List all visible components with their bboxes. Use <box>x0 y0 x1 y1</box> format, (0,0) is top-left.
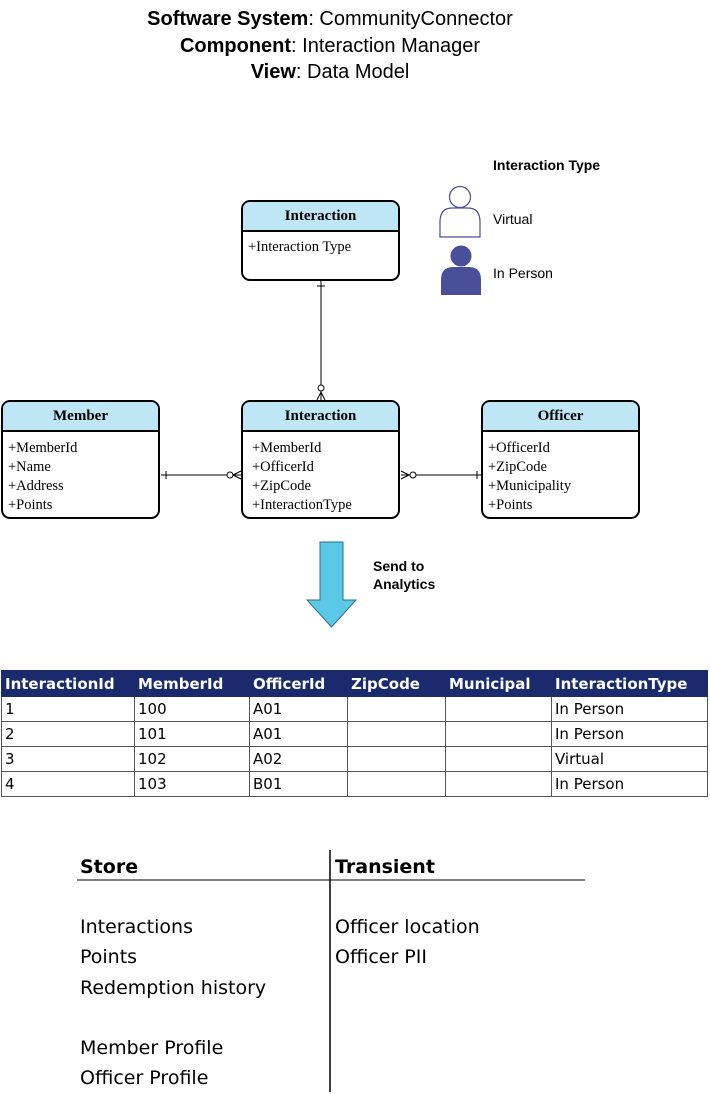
table-cell: 103 <box>134 771 250 797</box>
table-cell: 2 <box>1 721 135 747</box>
table-row: 3 102 A02 Virtual <box>1 746 708 772</box>
arrow-label-line: Send to <box>373 558 425 574</box>
table-cell <box>347 771 446 797</box>
transient-item: Officer PII <box>335 946 427 968</box>
entity-attribute: +ZipCode <box>488 459 547 475</box>
entity-attributes: +MemberId +OfficerId +ZipCode +Interacti… <box>243 432 398 515</box>
entity-title: Interaction <box>243 202 398 232</box>
transient-item: Officer location <box>335 916 480 938</box>
crow-foot-officer-a <box>400 470 410 476</box>
send-to-analytics-label: Send to Analytics <box>373 557 435 593</box>
table-row: 1 100 A01 In Person <box>1 696 708 722</box>
entity-attribute: +ZipCode <box>252 478 311 494</box>
entity-attribute: +Name <box>8 459 51 475</box>
entity-attribute: +OfficerId <box>252 459 314 475</box>
table-cell: 3 <box>1 746 135 772</box>
table-cell <box>445 696 552 722</box>
entity-title: Member <box>3 402 158 432</box>
table-cell <box>445 721 552 747</box>
transient-header: Transient <box>335 856 435 878</box>
table-cell: 102 <box>134 746 250 772</box>
table-cell: A01 <box>249 696 348 722</box>
title-line-system: Software System: CommunityConnector <box>147 8 513 30</box>
column-header: InteractionType <box>551 670 708 697</box>
column-header: ZipCode <box>347 670 446 697</box>
entity-attribute: +MemberId <box>8 440 78 456</box>
down-arrow-icon <box>305 541 358 628</box>
store-item: Interactions <box>80 916 193 938</box>
crow-foot-top-a <box>316 391 322 401</box>
table-cell: In Person <box>551 696 708 722</box>
legend-virtual-label: Virtual <box>493 211 533 227</box>
table-header-row: InteractionId MemberId OfficerId ZipCode… <box>1 670 708 697</box>
entity-officer: Officer +OfficerId +ZipCode +Municipalit… <box>481 400 640 519</box>
table-cell <box>445 746 552 772</box>
table-cell <box>445 771 552 797</box>
entity-attribute: +Points <box>488 497 533 513</box>
column-header: MemberId <box>134 670 250 697</box>
crow-foot-top-b <box>320 391 326 401</box>
table-cell: B01 <box>249 771 348 797</box>
analytics-table: InteractionId MemberId OfficerId ZipCode… <box>1 670 708 797</box>
store-header: Store <box>80 856 139 878</box>
table-cell: In Person <box>551 771 708 797</box>
relationship-lines <box>161 185 481 628</box>
column-header: OfficerId <box>249 670 348 697</box>
entity-interaction: Interaction +MemberId +OfficerId +ZipCod… <box>241 400 400 519</box>
column-header: InteractionId <box>1 670 135 697</box>
table-cell <box>347 696 446 722</box>
entity-attribute: +MemberId <box>252 440 322 456</box>
table-cell: In Person <box>551 721 708 747</box>
column-header: Municipal <box>445 670 552 697</box>
entity-attribute: +OfficerId <box>488 440 550 456</box>
legend-in-person-label: In Person <box>493 265 553 281</box>
entity-attributes: +OfficerId +ZipCode +Municipality +Point… <box>483 432 638 515</box>
table-cell <box>347 746 446 772</box>
table-cell: 4 <box>1 771 135 797</box>
entity-attribute: +Points <box>8 497 53 513</box>
table-row: 4 103 B01 In Person <box>1 771 708 797</box>
person-filled-icon <box>441 245 481 295</box>
entity-title: Officer <box>483 402 638 432</box>
zero-marker-top <box>317 384 325 392</box>
crow-foot-member-a <box>232 470 242 476</box>
entity-attribute: +Interaction Type <box>248 239 352 255</box>
table-cell: Virtual <box>551 746 708 772</box>
entity-title: Interaction <box>243 402 398 432</box>
table-row: 2 101 A01 In Person <box>1 721 708 747</box>
table-cell <box>347 721 446 747</box>
table-cell: A02 <box>249 746 348 772</box>
table-cell: 100 <box>134 696 250 722</box>
zero-marker-member <box>226 471 234 479</box>
crow-foot-officer-b <box>400 474 410 480</box>
diagram-title: Software System: CommunityConnector Comp… <box>0 6 660 86</box>
store-item: Redemption history <box>80 977 267 999</box>
table-cell: A01 <box>249 721 348 747</box>
store-item: Points <box>80 946 138 968</box>
legend-title: Interaction Type <box>493 157 601 173</box>
entity-member: Member +MemberId +Name +Address +Points <box>1 400 160 519</box>
entity-attributes: +Interaction Type <box>243 232 398 257</box>
arrow-label-line: Analytics <box>373 576 436 592</box>
entity-attribute: +Address <box>8 478 64 494</box>
store-item: Officer Profile <box>80 1067 209 1089</box>
title-line-component: Component: Interaction Manager <box>179 34 481 57</box>
entity-attribute: +InteractionType <box>252 497 352 513</box>
person-outline-icon <box>439 185 481 238</box>
store-item: Member Profile <box>80 1037 224 1059</box>
entity-attributes: +MemberId +Name +Address +Points <box>3 432 158 515</box>
title-line-view: View: Data Model <box>250 61 410 83</box>
table-cell: 101 <box>134 721 250 747</box>
crow-foot-member-b <box>232 474 242 480</box>
zero-marker-officer <box>409 471 417 479</box>
table-cell: 1 <box>1 696 135 722</box>
entity-interaction-type: Interaction +Interaction Type <box>241 200 400 281</box>
entity-attribute: +Municipality <box>488 478 572 494</box>
